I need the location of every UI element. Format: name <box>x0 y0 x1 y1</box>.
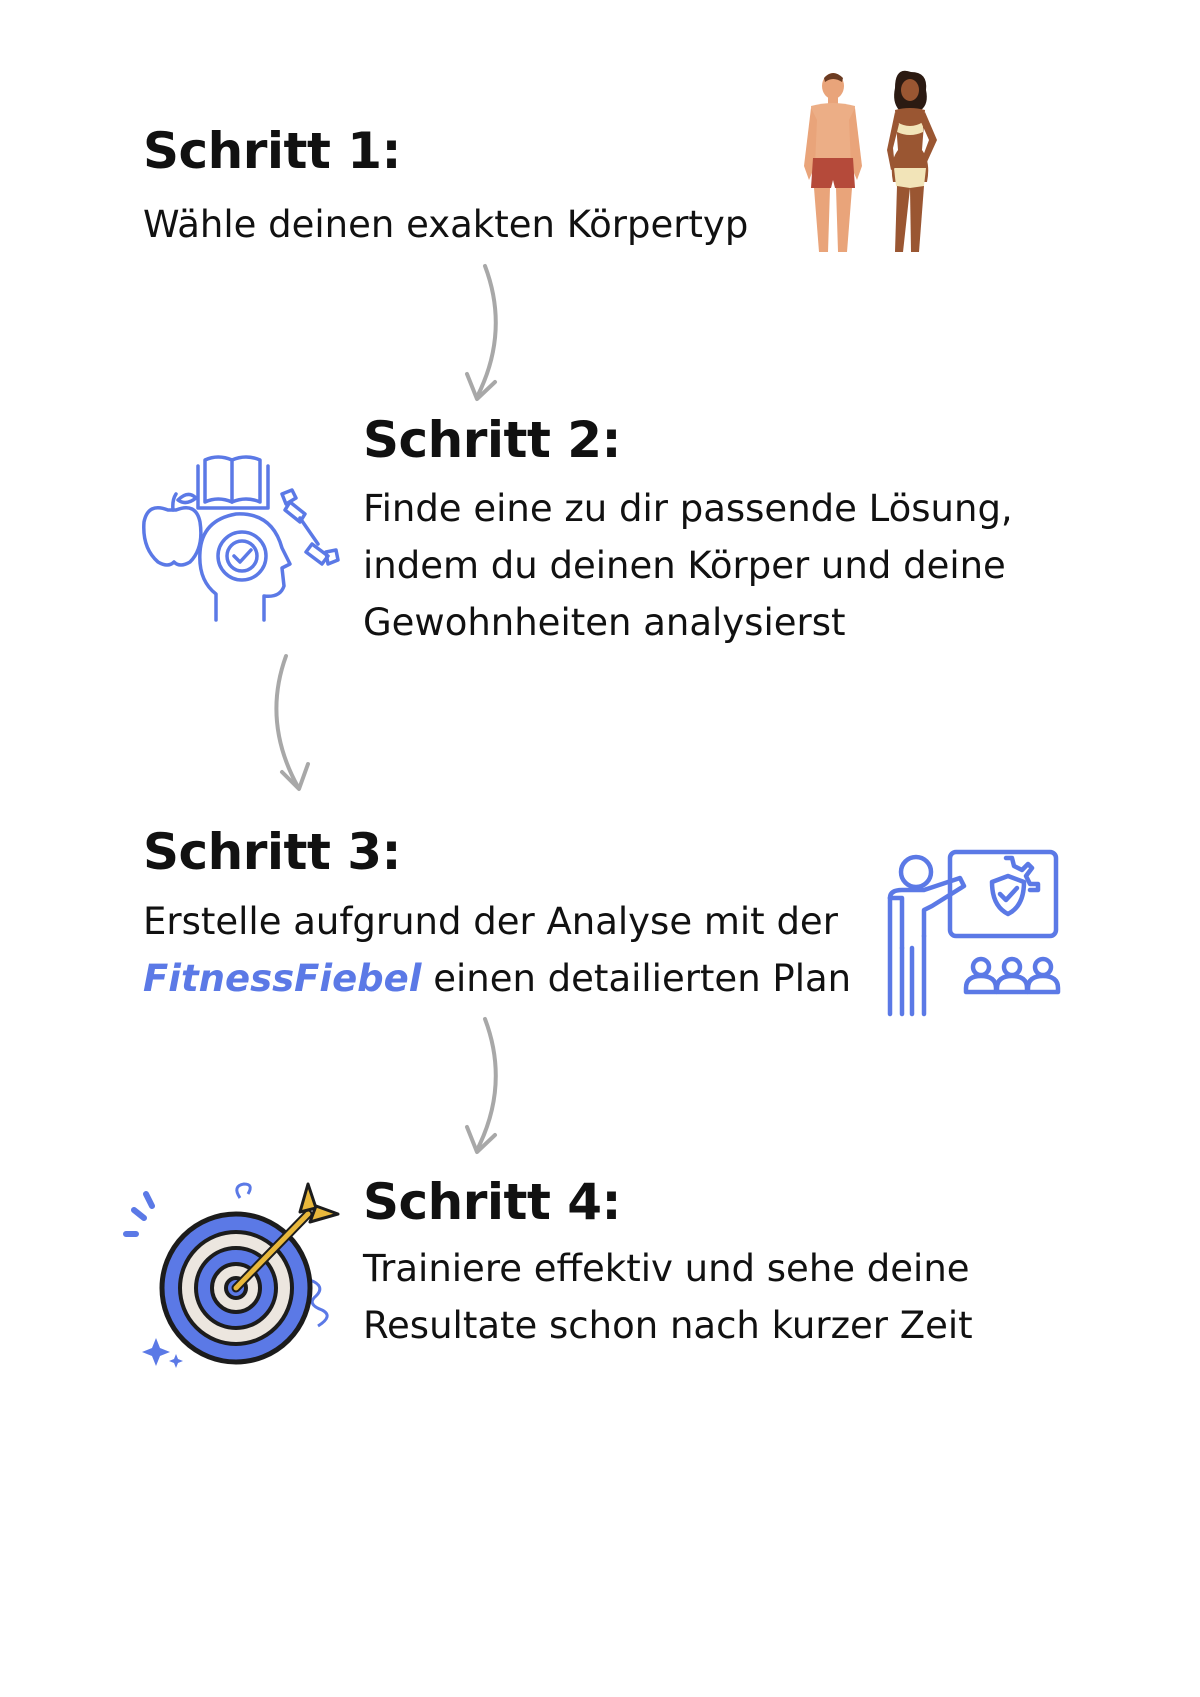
step-2-text-line-1: Finde eine zu dir passende Lösung, <box>363 487 1013 530</box>
curved-arrow-icon <box>465 1017 498 1154</box>
step-1-title: Schritt 1: <box>143 122 402 180</box>
body-types-illustration-icon <box>804 70 937 252</box>
curved-arrow-icon <box>274 654 310 791</box>
step-4-title: Schritt 4: <box>363 1173 622 1231</box>
step-2-text-line-3: Gewohnheiten analysierst <box>363 601 846 644</box>
step-2-title: Schritt 2: <box>363 411 622 469</box>
step-3-text-line-2-rest: einen detailierten Plan <box>421 957 852 1000</box>
brand-name: FitnessFiebel <box>143 957 422 1000</box>
presenter-teaching-icon <box>887 849 1061 1017</box>
step-4-text-line-2: Resultate schon nach kurzer Zeit <box>363 1304 973 1347</box>
step-2-text-line-2: indem du deinen Körper und deine <box>363 544 1006 587</box>
step-1-text: Wähle deinen exakten Körpertyp <box>143 203 749 246</box>
step-4-text-line-1: Trainiere effektiv und sehe deine <box>363 1247 970 1290</box>
step-3-text-line-2: FitnessFiebel einen detailierten Plan <box>143 950 851 1007</box>
target-arrow-icon <box>123 1182 340 1368</box>
mind-health-check-icon <box>142 455 340 622</box>
step-3-text-line-1: Erstelle aufgrund der Analyse mit der <box>143 900 838 943</box>
curved-arrow-icon <box>465 264 498 401</box>
step-3-title: Schritt 3: <box>143 823 402 881</box>
